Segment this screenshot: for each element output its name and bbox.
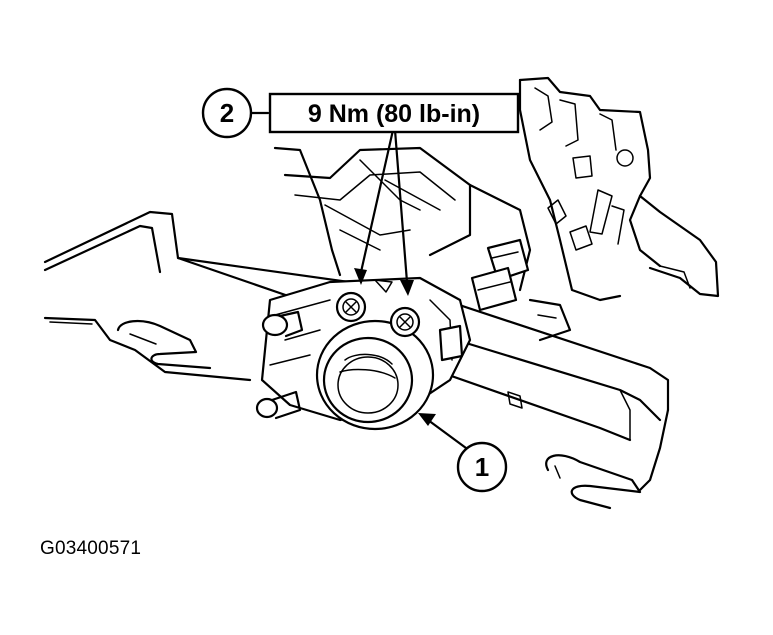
callout-1-circle bbox=[456, 441, 508, 493]
callout-2-number: 2 bbox=[220, 98, 234, 128]
callout-2-leader-arrows bbox=[354, 128, 414, 296]
callout-2: 2 9 Nm (80 lb-in) bbox=[201, 87, 520, 139]
callout-1-number: 1 bbox=[475, 452, 489, 482]
torque-spec-box bbox=[268, 92, 520, 134]
torque-spec-label: 9 Nm (80 lb-in) bbox=[308, 100, 480, 128]
bracket-assembly-drawing bbox=[43, 76, 720, 510]
callout-1: 1 bbox=[456, 441, 508, 493]
figure-id: G03400571 bbox=[40, 538, 142, 559]
callout-1-leader-arrow bbox=[418, 413, 468, 450]
